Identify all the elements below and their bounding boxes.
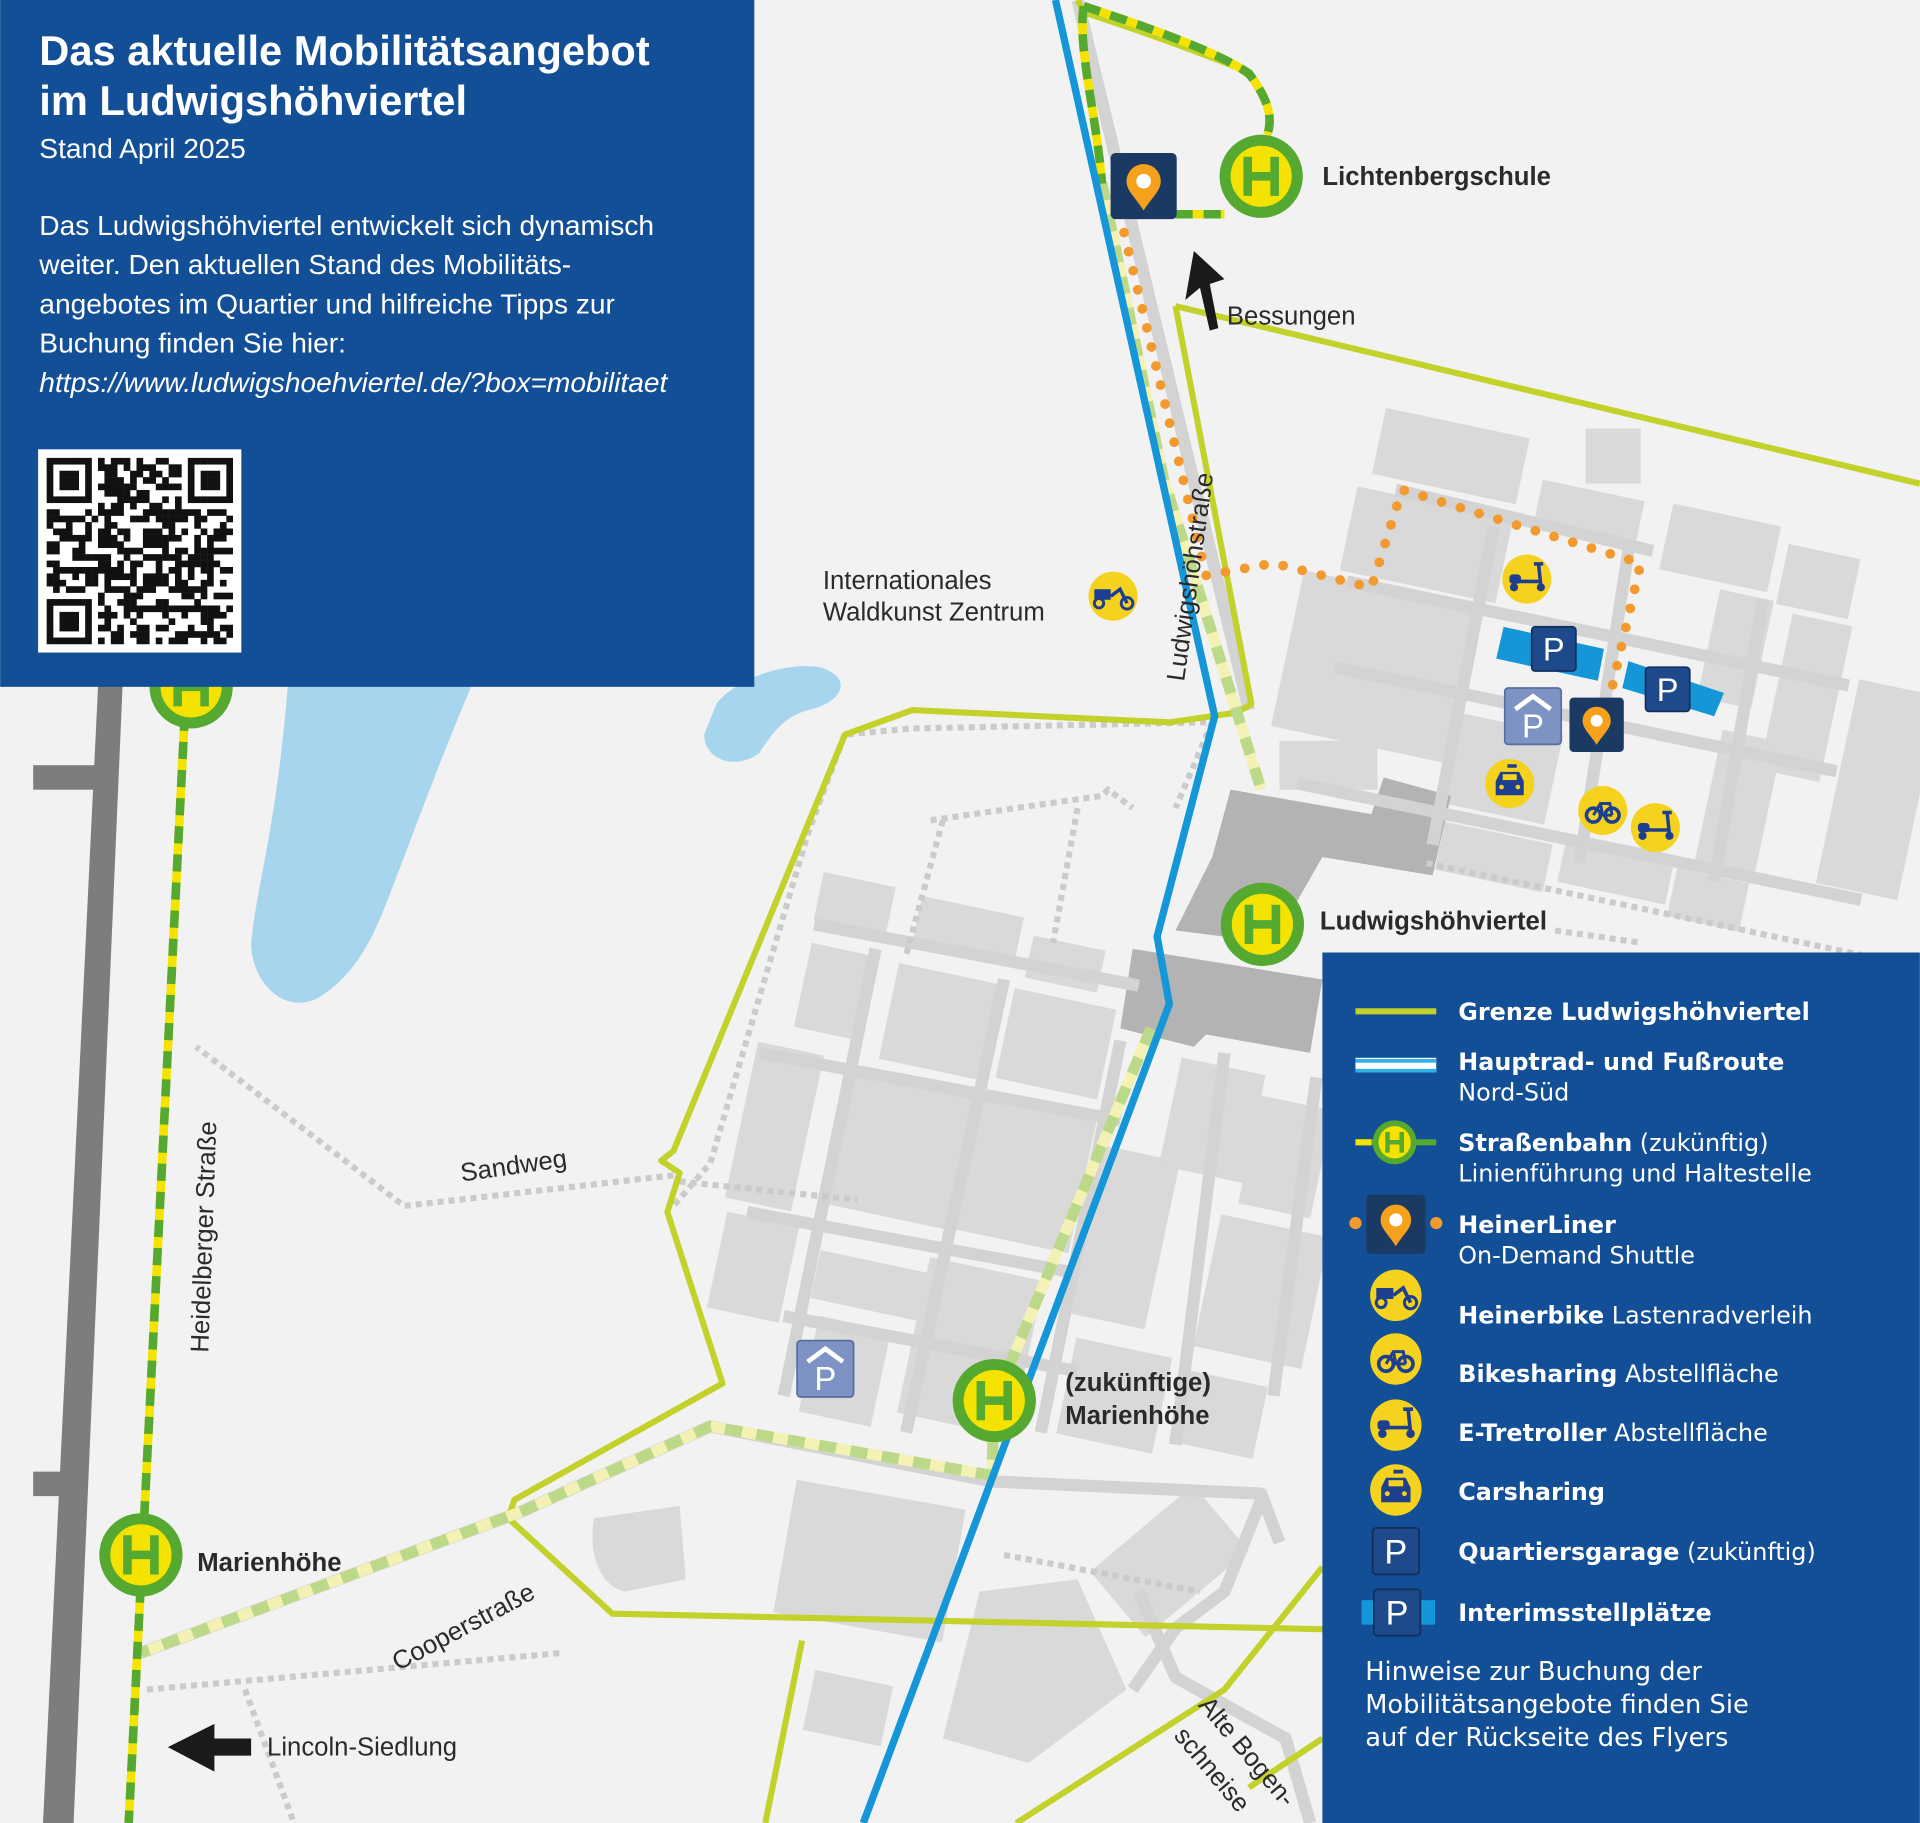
legend-item-title: Carsharing (1458, 1478, 1605, 1506)
main-bike-foot-route (859, 0, 1219, 1823)
legend-item-subtitle: Nord-Süd (1458, 1079, 1569, 1107)
legend-item-detail: Abstellfläche (1606, 1419, 1767, 1447)
stop-label-ludwigshoehviertel: Ludwigshöhviertel (1320, 907, 1547, 935)
side-road (33, 765, 107, 790)
legend-item-detail: Lastenradverleih (1604, 1301, 1812, 1329)
bikesharing-icon[interactable] (1577, 784, 1629, 837)
panel-body-line: angebotes im Quartier und hilfreiche Tip… (39, 288, 615, 319)
heinerliner-stop-icon[interactable] (1569, 697, 1624, 752)
legend-item-title: Straßenbahn (1458, 1129, 1632, 1157)
heinerliner-route (1119, 227, 1647, 728)
legend-interim-parking-icon (1372, 1588, 1422, 1637)
legend-e-scooter-icon (1368, 1398, 1423, 1453)
panel-body-line: weiter. Den aktuellen Stand des Mobilitä… (38, 249, 571, 280)
panel-body-line: Das Ludwigshöhviertel entwickelt sich dy… (39, 210, 654, 241)
legend-item-subtitle: On-Demand Shuttle (1458, 1241, 1695, 1269)
stop-label-lichtenbergschule: Lichtenbergschule (1322, 163, 1551, 191)
buildings (592, 407, 1920, 1764)
legend-item-title: Hauptrad- und Fußroute (1458, 1048, 1784, 1076)
e-scooter-icon[interactable] (1629, 801, 1682, 854)
legend-item-label: Quartiersgarage (zukünftig) (1458, 1538, 1815, 1566)
label-waldkunst-line1: Internationales (823, 567, 992, 595)
stop-label-future-line1: (zukünftige) (1065, 1369, 1211, 1397)
interim-parking-icon[interactable] (1644, 666, 1691, 713)
legend-item-label: Carsharing (1458, 1478, 1605, 1506)
legend-item-detail: Abstellfläche (1617, 1360, 1778, 1388)
legend-item-title: Interimsstellplätze (1458, 1599, 1711, 1627)
legend-item-title: Grenze Ludwigshöhviertel (1458, 998, 1809, 1026)
arrow-lincoln-icon (167, 1723, 252, 1772)
info-panel: Das aktuelle Mobilitätsangebot im Ludwig… (0, 0, 755, 687)
legend-note-line: auf der Rückseite des Flyers (1365, 1723, 1728, 1753)
panel-title-line1: Das aktuelle Mobilitätsangebot (39, 27, 650, 74)
legend-item-detail: (zukünftig) (1679, 1538, 1815, 1566)
panel-body-line: Buchung finden Sie hier: (39, 328, 346, 359)
district-garage-icon[interactable] (1505, 688, 1561, 744)
heinerliner-stop-icon[interactable] (1110, 153, 1177, 220)
footpaths (146, 719, 1862, 1823)
tram-stop-marienhoehe-icon[interactable] (99, 1513, 182, 1596)
legend-item-subtitle: Linienführung und Haltestelle (1458, 1159, 1812, 1187)
arrow-bessungen-icon (1185, 250, 1225, 331)
legend-item-label: Interimsstellplätze (1458, 1599, 1711, 1627)
legend-note-line: Mobilitätsangebote finden Sie (1365, 1690, 1749, 1720)
legend-garage-icon (1371, 1527, 1421, 1576)
tram-stop-marienhoehe-future-icon[interactable] (953, 1359, 1036, 1442)
legend-heinerliner-icon (1366, 1194, 1426, 1254)
heinerbike-icon[interactable] (1087, 570, 1139, 622)
lake (251, 685, 472, 1003)
tram-stop-lichtenbergschule-icon[interactable] (1220, 135, 1303, 218)
label-bessungen: Bessungen (1227, 302, 1356, 330)
legend-bikesharing-icon (1368, 1332, 1423, 1386)
legend-item-title: Quartiersgarage (1458, 1538, 1679, 1566)
e-scooter-icon[interactable] (1501, 553, 1553, 605)
side-road (33, 1471, 83, 1497)
panel-title-line2: im Ludwigshöhviertel (39, 77, 467, 124)
legend-note-line: Hinweise zur Buchung der (1365, 1657, 1702, 1687)
legend-heinerbike-icon (1368, 1268, 1423, 1323)
legend-item-title: E-Tretroller (1458, 1419, 1606, 1447)
legend-item-label: Bikesharing Abstellfläche (1458, 1360, 1778, 1388)
label-lincoln-siedlung: Lincoln-Siedlung (267, 1734, 457, 1762)
legend-item-title: Heinerbike (1458, 1301, 1604, 1329)
panel-subtitle: Stand April 2025 (39, 133, 246, 164)
tram-stop-ludwigshoehviertel-icon[interactable] (1221, 883, 1304, 966)
legend-item-label: Heinerbike Lastenradverleih (1458, 1301, 1812, 1329)
legend-item-label: Straßenbahn (zukünftig) (1458, 1129, 1768, 1157)
carsharing-icon[interactable] (1484, 757, 1536, 810)
qr-code-pattern (46, 457, 234, 645)
main-road-west (42, 685, 123, 1823)
pond (704, 666, 841, 762)
interim-parking-icon[interactable] (1530, 625, 1577, 672)
legend-item-title: Bikesharing (1458, 1360, 1617, 1388)
label-waldkunst-line2: Waldkunst Zentrum (823, 599, 1045, 627)
legend-item-label: HeinerLiner (1458, 1211, 1616, 1239)
legend-item-label: Grenze Ludwigshöhviertel (1458, 998, 1809, 1026)
stop-label-future-line2: Marienhöhe (1065, 1402, 1209, 1430)
legend-tram-icon (1373, 1120, 1417, 1164)
legend-carsharing-icon (1368, 1463, 1423, 1517)
panel-url-link[interactable]: https://www.ludwigshoehviertel.de/?box=m… (39, 367, 668, 398)
district-garage-icon[interactable] (797, 1341, 853, 1397)
legend-item-label: Hauptrad- und Fußroute (1458, 1048, 1784, 1076)
legend-item-title: HeinerLiner (1458, 1211, 1616, 1239)
legend-item-label: E-Tretroller Abstellfläche (1458, 1419, 1768, 1447)
tram-line-west (124, 685, 191, 1823)
legend-item-detail: (zukünftig) (1632, 1129, 1768, 1157)
stop-label-marienhoehe: Marienhöhe (197, 1549, 341, 1577)
tram-line-north (1078, 2, 1274, 219)
